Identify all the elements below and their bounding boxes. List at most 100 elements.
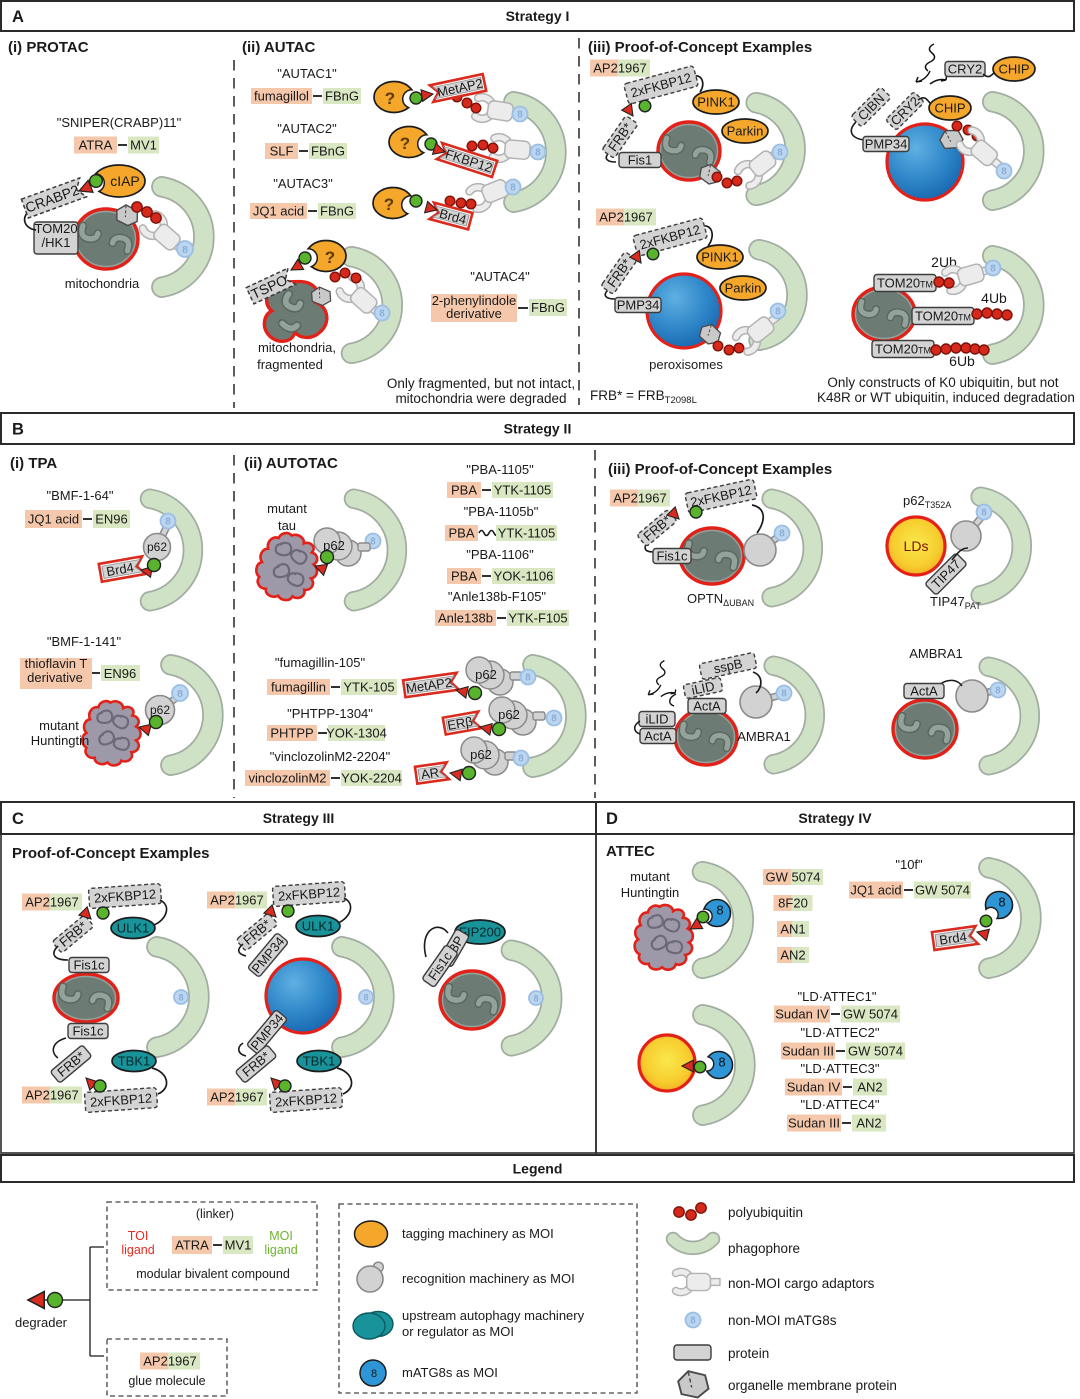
svg-text:p62: p62: [475, 667, 497, 682]
svg-text:2xFKBP12: 2xFKBP12: [274, 1090, 337, 1109]
svg-text:GW 5074: GW 5074: [766, 870, 821, 885]
svg-text:MV1: MV1: [130, 138, 157, 153]
svg-text:"10f": "10f": [895, 857, 923, 872]
svg-text:"AUTAC1": "AUTAC1": [277, 66, 337, 81]
svg-text:Parkin: Parkin: [727, 124, 764, 139]
svg-text:Sudan III: Sudan III: [788, 1116, 840, 1131]
svg-text:8: 8: [981, 508, 987, 519]
svg-text:?: ?: [385, 89, 395, 108]
svg-text:8: 8: [510, 183, 516, 194]
svg-text:GW 5074: GW 5074: [848, 1044, 903, 1059]
svg-text:AMBRA1: AMBRA1: [737, 729, 790, 744]
svg-text:sspB: sspB: [712, 656, 743, 677]
svg-text:8: 8: [990, 264, 996, 275]
svg-text:K48R or WT ubiquitin, induced: K48R or WT ubiquitin, induced degradatio…: [817, 390, 1075, 405]
svg-text:AP21967: AP21967: [143, 1354, 197, 1369]
svg-text:AN1: AN1: [780, 922, 805, 937]
svg-text:vinclozolinM2: vinclozolinM2: [248, 771, 326, 786]
svg-text:EN96: EN96: [104, 666, 137, 681]
svg-text:D: D: [606, 810, 618, 828]
svg-text:8: 8: [995, 686, 1001, 697]
svg-text:CRY2: CRY2: [948, 62, 982, 77]
svg-text:8: 8: [998, 895, 1005, 910]
svg-text:"AUTAC3": "AUTAC3": [273, 176, 333, 191]
svg-text:mitochondria were degraded: mitochondria were degraded: [395, 391, 566, 406]
svg-text:AR: AR: [420, 765, 440, 782]
svg-text:ULK1: ULK1: [302, 919, 335, 934]
svg-text:PBA: PBA: [451, 483, 477, 498]
svg-text:"PBA-1105": "PBA-1105": [466, 462, 534, 477]
svg-text:ActA: ActA: [644, 729, 672, 744]
svg-text:peroxisomes: peroxisomes: [649, 357, 723, 372]
svg-text:ATRA: ATRA: [79, 138, 113, 153]
svg-text:"SNIPER(CRABP)11": "SNIPER(CRABP)11": [57, 115, 182, 130]
svg-text:(i) PROTAC: (i) PROTAC: [8, 39, 89, 56]
svg-text:8: 8: [777, 148, 783, 159]
svg-text:derivative: derivative: [446, 306, 502, 321]
svg-text:TOM20TM: TOM20TM: [915, 309, 971, 324]
svg-text:(linker): (linker): [196, 1207, 234, 1221]
svg-text:AP21967: AP21967: [25, 895, 79, 910]
svg-text:"PBA-1106": "PBA-1106": [466, 547, 534, 562]
svg-text:"BMF-1-64": "BMF-1-64": [46, 488, 113, 503]
svg-text:Sudan IV: Sudan IV: [775, 1007, 829, 1022]
svg-text:AN2: AN2: [857, 1080, 882, 1095]
svg-text:8: 8: [535, 148, 541, 159]
svg-text:thioflavin T: thioflavin T: [25, 656, 88, 671]
svg-text:derivative: derivative: [27, 670, 83, 685]
svg-text:Sudan IV: Sudan IV: [787, 1080, 841, 1095]
svg-text:?: ?: [400, 134, 410, 153]
svg-text:p62: p62: [498, 707, 520, 722]
svg-text:8: 8: [178, 992, 183, 1002]
svg-text:EN96: EN96: [95, 512, 128, 527]
svg-text:YOK-2204: YOK-2204: [341, 771, 402, 786]
svg-text:Huntingtin: Huntingtin: [621, 885, 680, 900]
svg-text:mutant: mutant: [39, 718, 79, 733]
svg-text:OPTNΔUBAN: OPTNΔUBAN: [687, 591, 754, 608]
svg-text:TOM20: TOM20: [34, 221, 77, 236]
svg-text:C: C: [12, 810, 24, 828]
svg-text:PMP34: PMP34: [865, 137, 908, 152]
svg-text:AP21967: AP21967: [25, 1088, 79, 1103]
svg-text:"BMF-1-141": "BMF-1-141": [47, 634, 122, 649]
svg-text:recognition machinery as MOI: recognition machinery as MOI: [402, 1271, 575, 1286]
svg-text:YTK-F105: YTK-F105: [508, 611, 567, 626]
svg-text:MV1: MV1: [225, 1238, 252, 1253]
svg-text:phagophore: phagophore: [728, 1241, 800, 1256]
svg-text:iLID: iLID: [645, 712, 668, 727]
svg-text:cIAP: cIAP: [110, 173, 140, 189]
svg-text:(ii) AUTOTAC: (ii) AUTOTAC: [244, 455, 338, 472]
svg-text:Brd4: Brd4: [438, 206, 468, 228]
svg-text:6Ub: 6Ub: [949, 353, 975, 369]
svg-text:2xFKBP12: 2xFKBP12: [277, 884, 340, 903]
svg-text:2xFKBP12: 2xFKBP12: [89, 1090, 152, 1109]
svg-text:mitochondria: mitochondria: [65, 276, 140, 291]
svg-text:Huntingtin: Huntingtin: [31, 733, 90, 748]
svg-text:8: 8: [775, 307, 781, 318]
svg-text:PHTPP: PHTPP: [270, 726, 313, 741]
svg-text:8: 8: [177, 689, 183, 700]
svg-text:TOM20TM: TOM20TM: [875, 342, 931, 357]
svg-text:mutant: mutant: [630, 869, 670, 884]
svg-text:FBnG: FBnG: [320, 204, 354, 219]
svg-text:JQ1 acid: JQ1 acid: [850, 883, 901, 898]
svg-text:LDs: LDs: [904, 538, 929, 554]
svg-text:Strategy III: Strategy III: [263, 810, 335, 826]
svg-text:8: 8: [371, 1368, 377, 1380]
svg-text:FBnG: FBnG: [325, 89, 359, 104]
svg-text:p62T352A: p62T352A: [903, 493, 951, 510]
svg-text:PINK1: PINK1: [697, 95, 735, 110]
svg-text:CHIP: CHIP: [934, 101, 965, 116]
svg-text:Proof-of-Concept Examples: Proof-of-Concept Examples: [12, 845, 210, 862]
svg-text:8: 8: [690, 1316, 696, 1327]
svg-text:"LD·ATTEC4": "LD·ATTEC4": [800, 1097, 879, 1112]
svg-text:AMBRA1: AMBRA1: [909, 646, 962, 661]
svg-text:mitochondria,: mitochondria,: [258, 340, 336, 355]
svg-text:"fumagillin-105": "fumagillin-105": [275, 655, 366, 670]
svg-text:glue molecule: glue molecule: [128, 1374, 205, 1388]
svg-text:tau: tau: [278, 518, 296, 533]
svg-text:8: 8: [518, 754, 524, 765]
svg-text:fragmented: fragmented: [257, 357, 323, 372]
svg-text:Legend: Legend: [513, 1161, 563, 1177]
svg-text:degrader: degrader: [15, 1315, 68, 1330]
